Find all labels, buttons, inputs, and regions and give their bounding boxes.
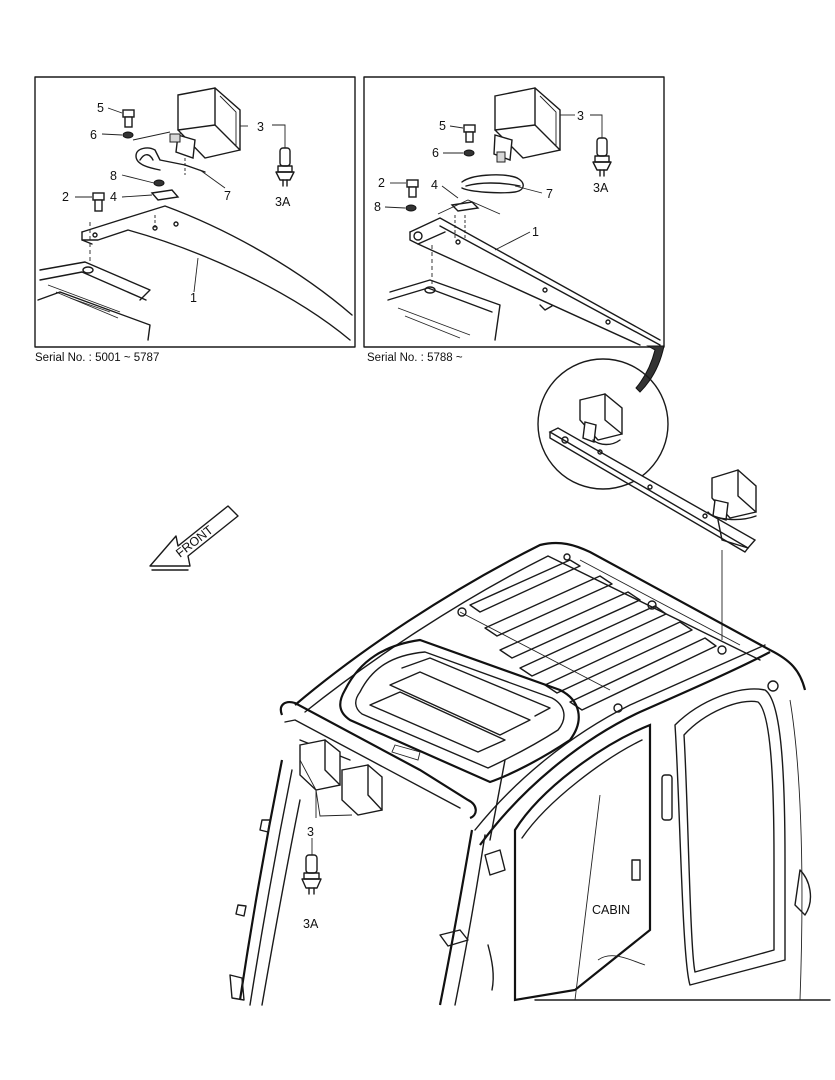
callout-4: 4 [431, 178, 438, 192]
callout-1: 1 [190, 291, 197, 305]
callout-2: 2 [378, 176, 385, 190]
bolt-2-right [406, 179, 419, 198]
front-label: FRONT [173, 523, 216, 561]
leaders-right [384, 114, 575, 251]
roof-fragment-right [387, 245, 501, 341]
harness-7-left [135, 147, 206, 173]
callout-5: 5 [439, 119, 446, 133]
cabin-label: CABIN [592, 903, 630, 917]
bulb-icon-left [272, 124, 295, 187]
serial-range-left: Serial No. : 5001 ~ 5787 [35, 352, 159, 364]
bulb-callout-3a: 3A [303, 917, 319, 931]
callout-6: 6 [432, 146, 439, 160]
bolt-2-left [92, 192, 105, 212]
work-lamp-right [454, 87, 561, 240]
lamp-bar-right [409, 217, 661, 346]
pointer-arrow [635, 345, 665, 393]
front-direction-arrow: FRONT [149, 505, 239, 571]
callout-3a: 3A [275, 195, 291, 209]
callout-7: 7 [224, 189, 231, 203]
detail-panel-left: 5 6 2 8 4 3 7 1 3A [34, 76, 356, 348]
callout-3a: 3A [593, 181, 609, 195]
callout-8: 8 [110, 169, 117, 183]
callout-8: 8 [374, 200, 381, 214]
bulb-icon-main [301, 854, 322, 895]
callout-4: 4 [110, 190, 117, 204]
harness-7-right [461, 174, 524, 194]
callout-3: 3 [257, 120, 264, 134]
callout-1: 1 [532, 225, 539, 239]
washer-6-right [463, 149, 475, 157]
bulb-icon-right [590, 114, 612, 177]
zoom-detail [537, 358, 757, 640]
panel-frame-right [363, 76, 665, 348]
lamp-callout-3: 3 [307, 825, 314, 839]
callout-6: 6 [90, 128, 97, 142]
callout-2: 2 [62, 190, 69, 204]
roof-fragment-left [37, 261, 151, 341]
bolt-5-right [463, 124, 476, 143]
cabin-door [513, 688, 812, 1002]
washer-8-right [405, 204, 417, 212]
washer-8-left [153, 179, 165, 187]
washer-6-left [122, 131, 134, 139]
callout-3: 3 [577, 109, 584, 123]
callout-7: 7 [546, 187, 553, 201]
detail-panel-right: 5 6 2 8 4 7 3 1 3A [363, 76, 665, 348]
front-work-lamps [299, 739, 383, 817]
sunroof [339, 638, 580, 784]
roof-slats [459, 559, 741, 711]
cab-roof: CABIN 3 3A [229, 541, 831, 1006]
leaders-left [75, 107, 248, 293]
serial-range-right: Serial No. : 5788 ~ [367, 352, 463, 364]
lamp-bracket-left [81, 205, 353, 341]
panel-frame-left [34, 76, 356, 348]
clamp-4-left [150, 189, 180, 201]
bolt-5-left [122, 109, 135, 128]
clamp-4-right [450, 201, 480, 212]
work-lamp-left [169, 87, 241, 175]
zoom-circle [537, 358, 669, 490]
callout-5: 5 [97, 101, 104, 115]
